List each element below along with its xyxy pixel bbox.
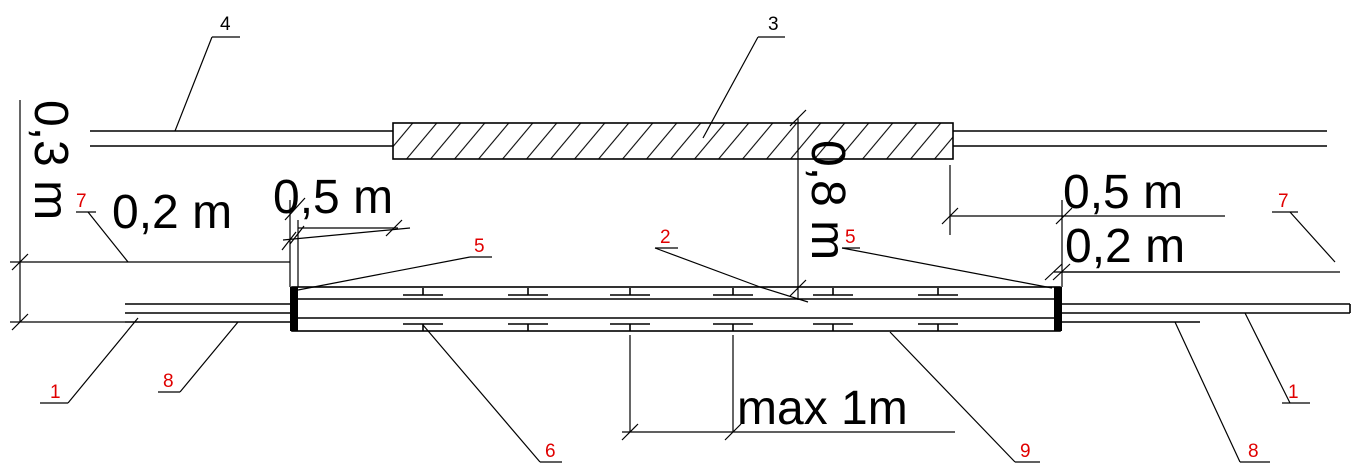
dimension-lines	[10, 100, 1250, 441]
lower-pipe	[125, 303, 1351, 323]
spacers	[403, 288, 958, 331]
label-9: 9	[1020, 441, 1031, 462]
dimension-0-3m: 0,3 m	[24, 100, 77, 220]
label-8-right: 8	[1248, 441, 1259, 462]
dimension-0-2m-right: 0,2 m	[1065, 220, 1185, 273]
hatched-block	[392, 122, 954, 160]
end-seals	[290, 287, 1062, 331]
dimension-0-8m: 0,8 m	[801, 140, 854, 260]
label-8-left: 8	[163, 371, 174, 392]
label-4: 4	[220, 14, 231, 35]
dimension-max-1m: max 1m	[737, 382, 908, 435]
label-2: 2	[660, 227, 671, 248]
label-6: 6	[545, 441, 556, 462]
dimension-0-5m-left: 0,5 m	[273, 171, 393, 224]
label-5-right: 5	[845, 227, 856, 248]
label-1-right: 1	[1288, 382, 1299, 403]
dimension-0-2m-left: 0,2 m	[112, 186, 232, 239]
label-7-left: 7	[76, 191, 87, 212]
label-3: 3	[768, 14, 779, 35]
dimension-0-5m-right: 0,5 m	[1063, 166, 1183, 219]
label-7-right: 7	[1278, 191, 1289, 212]
label-1-left: 1	[50, 382, 61, 403]
label-5-left: 5	[474, 236, 485, 257]
leader-lines	[40, 36, 1336, 463]
upper-pipe	[90, 130, 1327, 147]
